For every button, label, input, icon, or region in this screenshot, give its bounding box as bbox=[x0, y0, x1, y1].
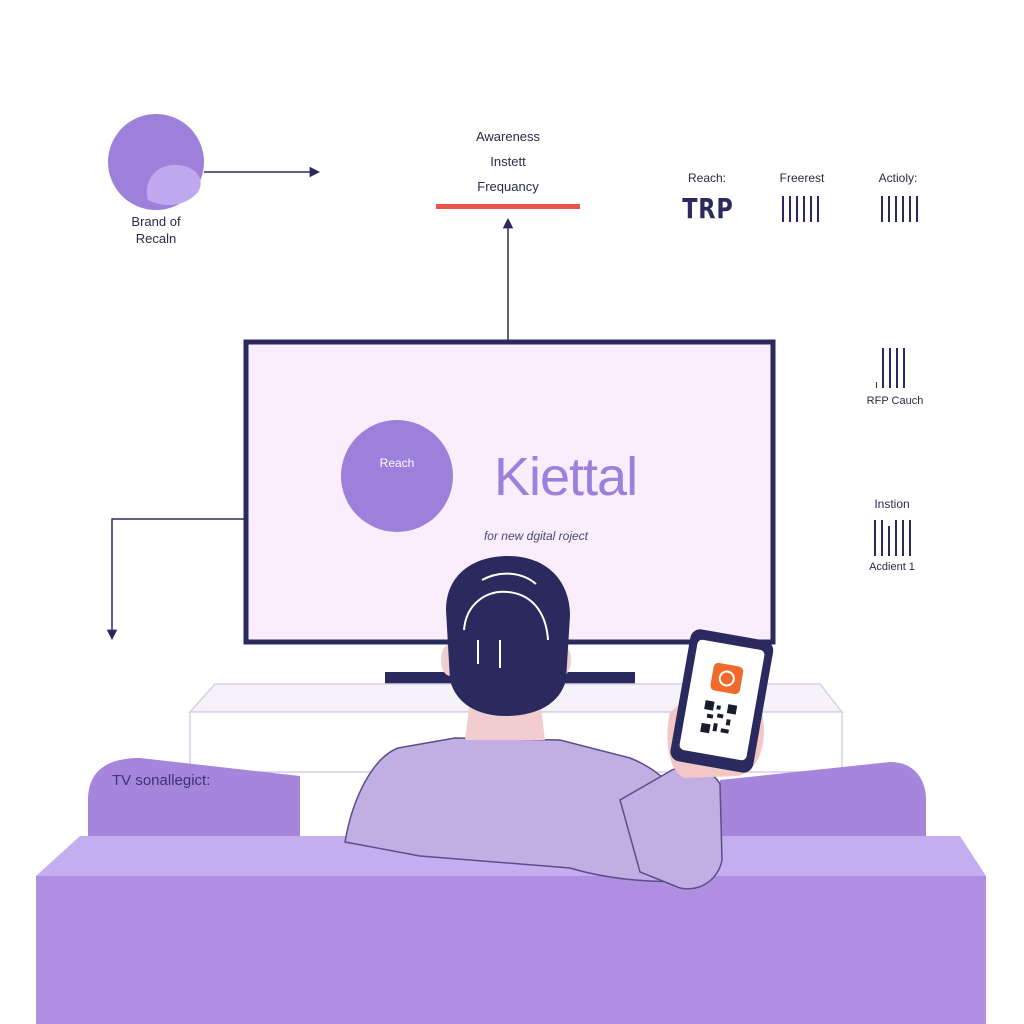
funnel-line2: Instett bbox=[490, 154, 526, 169]
side-metric-rfp-bars bbox=[876, 348, 905, 388]
brand-circle-icon bbox=[108, 114, 204, 210]
tv-reach-label: Reach bbox=[379, 456, 415, 470]
metric-actioly-label: Actioly: bbox=[878, 171, 918, 185]
metric-reach-label: Reach: bbox=[687, 171, 727, 185]
metric-freerest-label: Freerest bbox=[779, 171, 825, 185]
tv-brand-name: Kiettal bbox=[494, 447, 638, 507]
metric-reach-value: TRP bbox=[682, 192, 734, 225]
qr-code-icon bbox=[699, 699, 739, 739]
brand-node-label: Brand of Recaln bbox=[110, 213, 202, 247]
funnel-line3: Frequancy bbox=[477, 179, 539, 194]
reach-circle-icon bbox=[341, 420, 453, 532]
brand-label-line2: Recaln bbox=[135, 231, 177, 246]
funnel-labels: Awareness Instett Frequancy bbox=[448, 124, 568, 199]
brand-label-line1: Brand of bbox=[131, 214, 181, 229]
tv-left-connector bbox=[106, 518, 244, 641]
tv-tagline: for new dgital roject bbox=[483, 529, 589, 543]
side-metric-acdient-label: Acdient 1 bbox=[869, 561, 915, 573]
side-metric-instion-bars bbox=[874, 520, 911, 556]
sofa bbox=[36, 758, 986, 1024]
side-metric-instion-label: Instion bbox=[874, 497, 910, 511]
funnel-red-line bbox=[436, 204, 580, 209]
app-icon bbox=[710, 662, 744, 695]
metric-actioly-bars bbox=[881, 196, 918, 222]
funnel-line1: Awareness bbox=[475, 129, 541, 144]
metric-freerest-bars bbox=[782, 196, 819, 222]
side-metric-rfp-label: RFP Cauch bbox=[866, 395, 924, 407]
couch-label: TV sonallegict: bbox=[112, 772, 211, 789]
